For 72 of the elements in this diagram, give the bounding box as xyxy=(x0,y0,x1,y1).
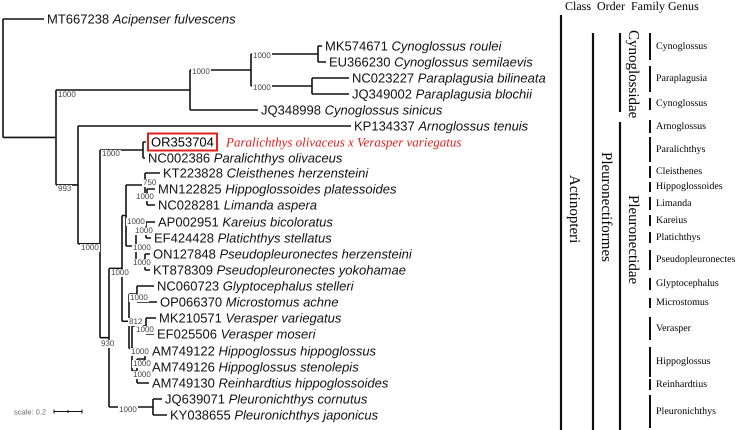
taxon-label: KT223828 Cleisthenes herzensteini xyxy=(163,166,368,180)
taxon-label: MK574671 Cynoglossus roulei xyxy=(325,40,502,52)
genus-name: Cleisthenes xyxy=(656,167,702,177)
taxon-label: MT667238 Acipenser fulvescens xyxy=(47,12,236,26)
bootstrap-value: 930 xyxy=(100,340,116,348)
taxon-label: NC028281 Limanda aspera xyxy=(158,198,318,212)
highlight-box xyxy=(147,132,218,152)
column-header: Genus xyxy=(668,0,699,12)
bootstrap-value: 1000 xyxy=(118,406,138,414)
taxon-label: JQ349002 Paraplagusia blochii xyxy=(352,88,532,100)
bootstrap-value: 1000 xyxy=(126,218,146,226)
genus-name: Paralichthys xyxy=(656,144,706,154)
bootstrap-value: 1000 xyxy=(110,269,130,277)
taxon-label: MN122825 Hippoglossoides platessoides xyxy=(158,182,396,196)
genus-name: Platichthys xyxy=(656,232,700,242)
bootstrap-value: 750 xyxy=(142,179,158,187)
taxon-label: EU366230 Cynoglossus semilaevis xyxy=(329,56,533,68)
highlighted-species-label: Paralichthys olivaceus x Verasper variegatus xyxy=(226,136,462,148)
taxon-label: MK210571 Verasper variegatus xyxy=(159,312,342,324)
taxon-label: NC023227 Paraplagusia bilineata xyxy=(352,72,546,84)
genus-name: Reinhardtius xyxy=(656,380,708,390)
genus-name: Pleuronichthys xyxy=(656,406,716,416)
taxon-label: OP066370 Microstomus achne xyxy=(160,296,338,308)
bootstrap-value: 1000 xyxy=(191,68,211,76)
bootstrap-value: 1000 xyxy=(135,193,155,201)
taxon-label: AP002951 Kareius bicoloratus xyxy=(158,216,333,228)
genus-name: Verasper xyxy=(656,324,691,334)
bootstrap-value: 1000 xyxy=(132,244,152,252)
taxon-label: KY038655 Pleuronichthys japonicus xyxy=(170,408,378,422)
genus-name: Cynoglossus xyxy=(656,99,708,109)
bootstrap-value: 1000 xyxy=(252,52,272,60)
taxon-label: AM749130 Reinhardtius hippoglossoides xyxy=(152,376,388,390)
genus-name: Glyptocephalus xyxy=(656,279,719,289)
bootstrap-value: 1000 xyxy=(135,326,155,334)
taxon-label: NC002386 Paralichthys olivaceus xyxy=(148,152,342,164)
genus-name: Pseudopleuronectes xyxy=(656,255,736,265)
bootstrap-value: 1000 xyxy=(129,294,149,302)
taxon-label: EF424428 Platichthys stellatus xyxy=(154,232,332,244)
bootstrap-value: 1000 xyxy=(57,91,77,99)
genus-name: Kareius xyxy=(656,216,688,226)
genus-name: Limanda xyxy=(656,198,692,208)
bootstrap-value: 1000 xyxy=(252,84,272,92)
taxon-label: NC060723 Glyptocephalus stelleri xyxy=(157,280,354,292)
bootstrap-value: 1000 xyxy=(134,227,154,235)
bootstrap-value: 1000 xyxy=(132,371,152,379)
genus-name: Hippoglossus xyxy=(656,357,710,367)
genus-name: Arnoglossus xyxy=(656,122,706,132)
rank-name: Actinopteri xyxy=(566,175,581,244)
taxon-label: AM749122 Hippoglossus hippoglossus xyxy=(152,344,376,358)
bootstrap-value: 993 xyxy=(57,185,72,193)
bootstrap-value: 1000 xyxy=(130,348,150,356)
column-header: Class xyxy=(565,0,592,12)
column-header: Family xyxy=(631,0,666,12)
bootstrap-value: 1000 xyxy=(132,259,152,267)
bootstrap-value: 1000 xyxy=(101,150,121,158)
taxon-label: JQ639071 Pleuronichthys cornutus xyxy=(165,392,368,406)
genus-name: Cynoglossus xyxy=(656,42,708,52)
genus-name: Microstomus xyxy=(656,298,709,308)
rank-name: Cynoglossidae xyxy=(625,30,640,118)
taxon-label: ON127848 Pseudopleuronectes herzensteini xyxy=(153,248,412,260)
taxon-label: JQ348998 Cynoglossus sinicus xyxy=(261,104,442,116)
column-header: Order xyxy=(597,0,625,12)
taxon-label: KT878309 Pseudopleuronectes yokohamae xyxy=(153,264,406,276)
taxon-label: OR353704 xyxy=(151,134,214,150)
genus-name: Paraplagusia xyxy=(656,74,708,84)
bootstrap-value: 812 xyxy=(128,318,144,326)
taxon-label: KP134337 Arnoglossus tenuis xyxy=(354,120,528,132)
taxon-label: AM749126 Hippoglossus stenolepis xyxy=(152,360,359,374)
taxon-label: EF025506 Verasper moseri xyxy=(157,328,316,340)
genus-name: Hippoglossoides xyxy=(656,182,723,192)
bootstrap-value: 1000 xyxy=(132,360,152,368)
bootstrap-value: 1000 xyxy=(80,244,100,252)
